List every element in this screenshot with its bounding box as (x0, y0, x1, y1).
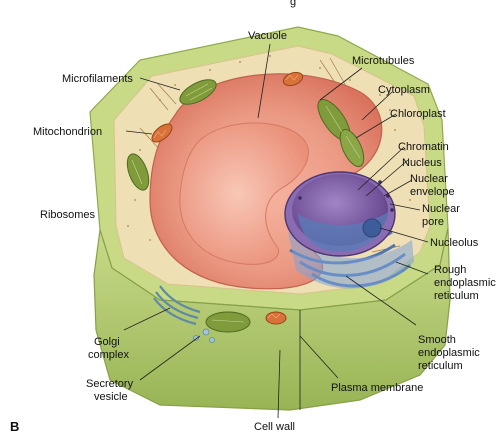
panel-letter: B (10, 419, 19, 434)
mitochondria-cristae (153, 74, 299, 319)
top-fragment: g (290, 0, 296, 8)
ribosome-dots (127, 55, 411, 281)
label-secretory-vesicle-2: vesicle (94, 391, 128, 403)
label-cytoplasm: Cytoplasm (378, 84, 430, 96)
nucleolus (362, 218, 382, 238)
label-plasma-membrane: Plasma membrane (331, 382, 423, 394)
rough-er-fill (288, 232, 414, 289)
label-cell-wall: Cell wall (254, 421, 295, 433)
label-chromatin: Chromatin (398, 141, 449, 153)
label-vacuole: Vacuole (248, 30, 287, 42)
chloroplasts (126, 79, 365, 333)
label-ribosomes: Ribosomes (40, 209, 96, 221)
label-rough-er-1: Rough (434, 264, 466, 276)
label-nucleus: Nucleus (402, 157, 442, 169)
chloroplast-thylakoids (131, 83, 361, 323)
label-microtubules: Microtubules (352, 55, 415, 67)
leader-lines (123, 43, 429, 419)
label-rough-er-3: reticulum (434, 290, 479, 302)
label-mitochondrion: Mitochondrion (33, 126, 102, 138)
secretory-vesicles (193, 328, 215, 343)
label-smooth-er-2: endoplasmic (418, 347, 480, 359)
golgi-complex (153, 285, 201, 326)
cytoskeleton-strands (139, 57, 401, 253)
label-smooth-er-3: reticulum (418, 360, 463, 372)
label-golgi-2: complex (88, 349, 129, 361)
label-secretory-vesicle-1: Secretory (86, 378, 134, 390)
label-nuclear-envelope-2: envelope (410, 186, 455, 198)
label-microfilaments: Microfilaments (62, 73, 133, 85)
vacuole-inner (179, 122, 309, 265)
label-nucleolus: Nucleolus (430, 237, 479, 249)
label-smooth-er-1: Smooth (418, 334, 456, 346)
label-nuclear-pore-1: Nuclear (422, 203, 460, 215)
label-nuclear-envelope-1: Nuclear (410, 173, 448, 185)
label-rough-er-2: endoplasmic (434, 277, 496, 289)
label-chloroplast: Chloroplast (390, 108, 446, 120)
label-nuclear-pore-2: pore (422, 216, 444, 228)
label-golgi-1: Golgi (94, 336, 120, 348)
